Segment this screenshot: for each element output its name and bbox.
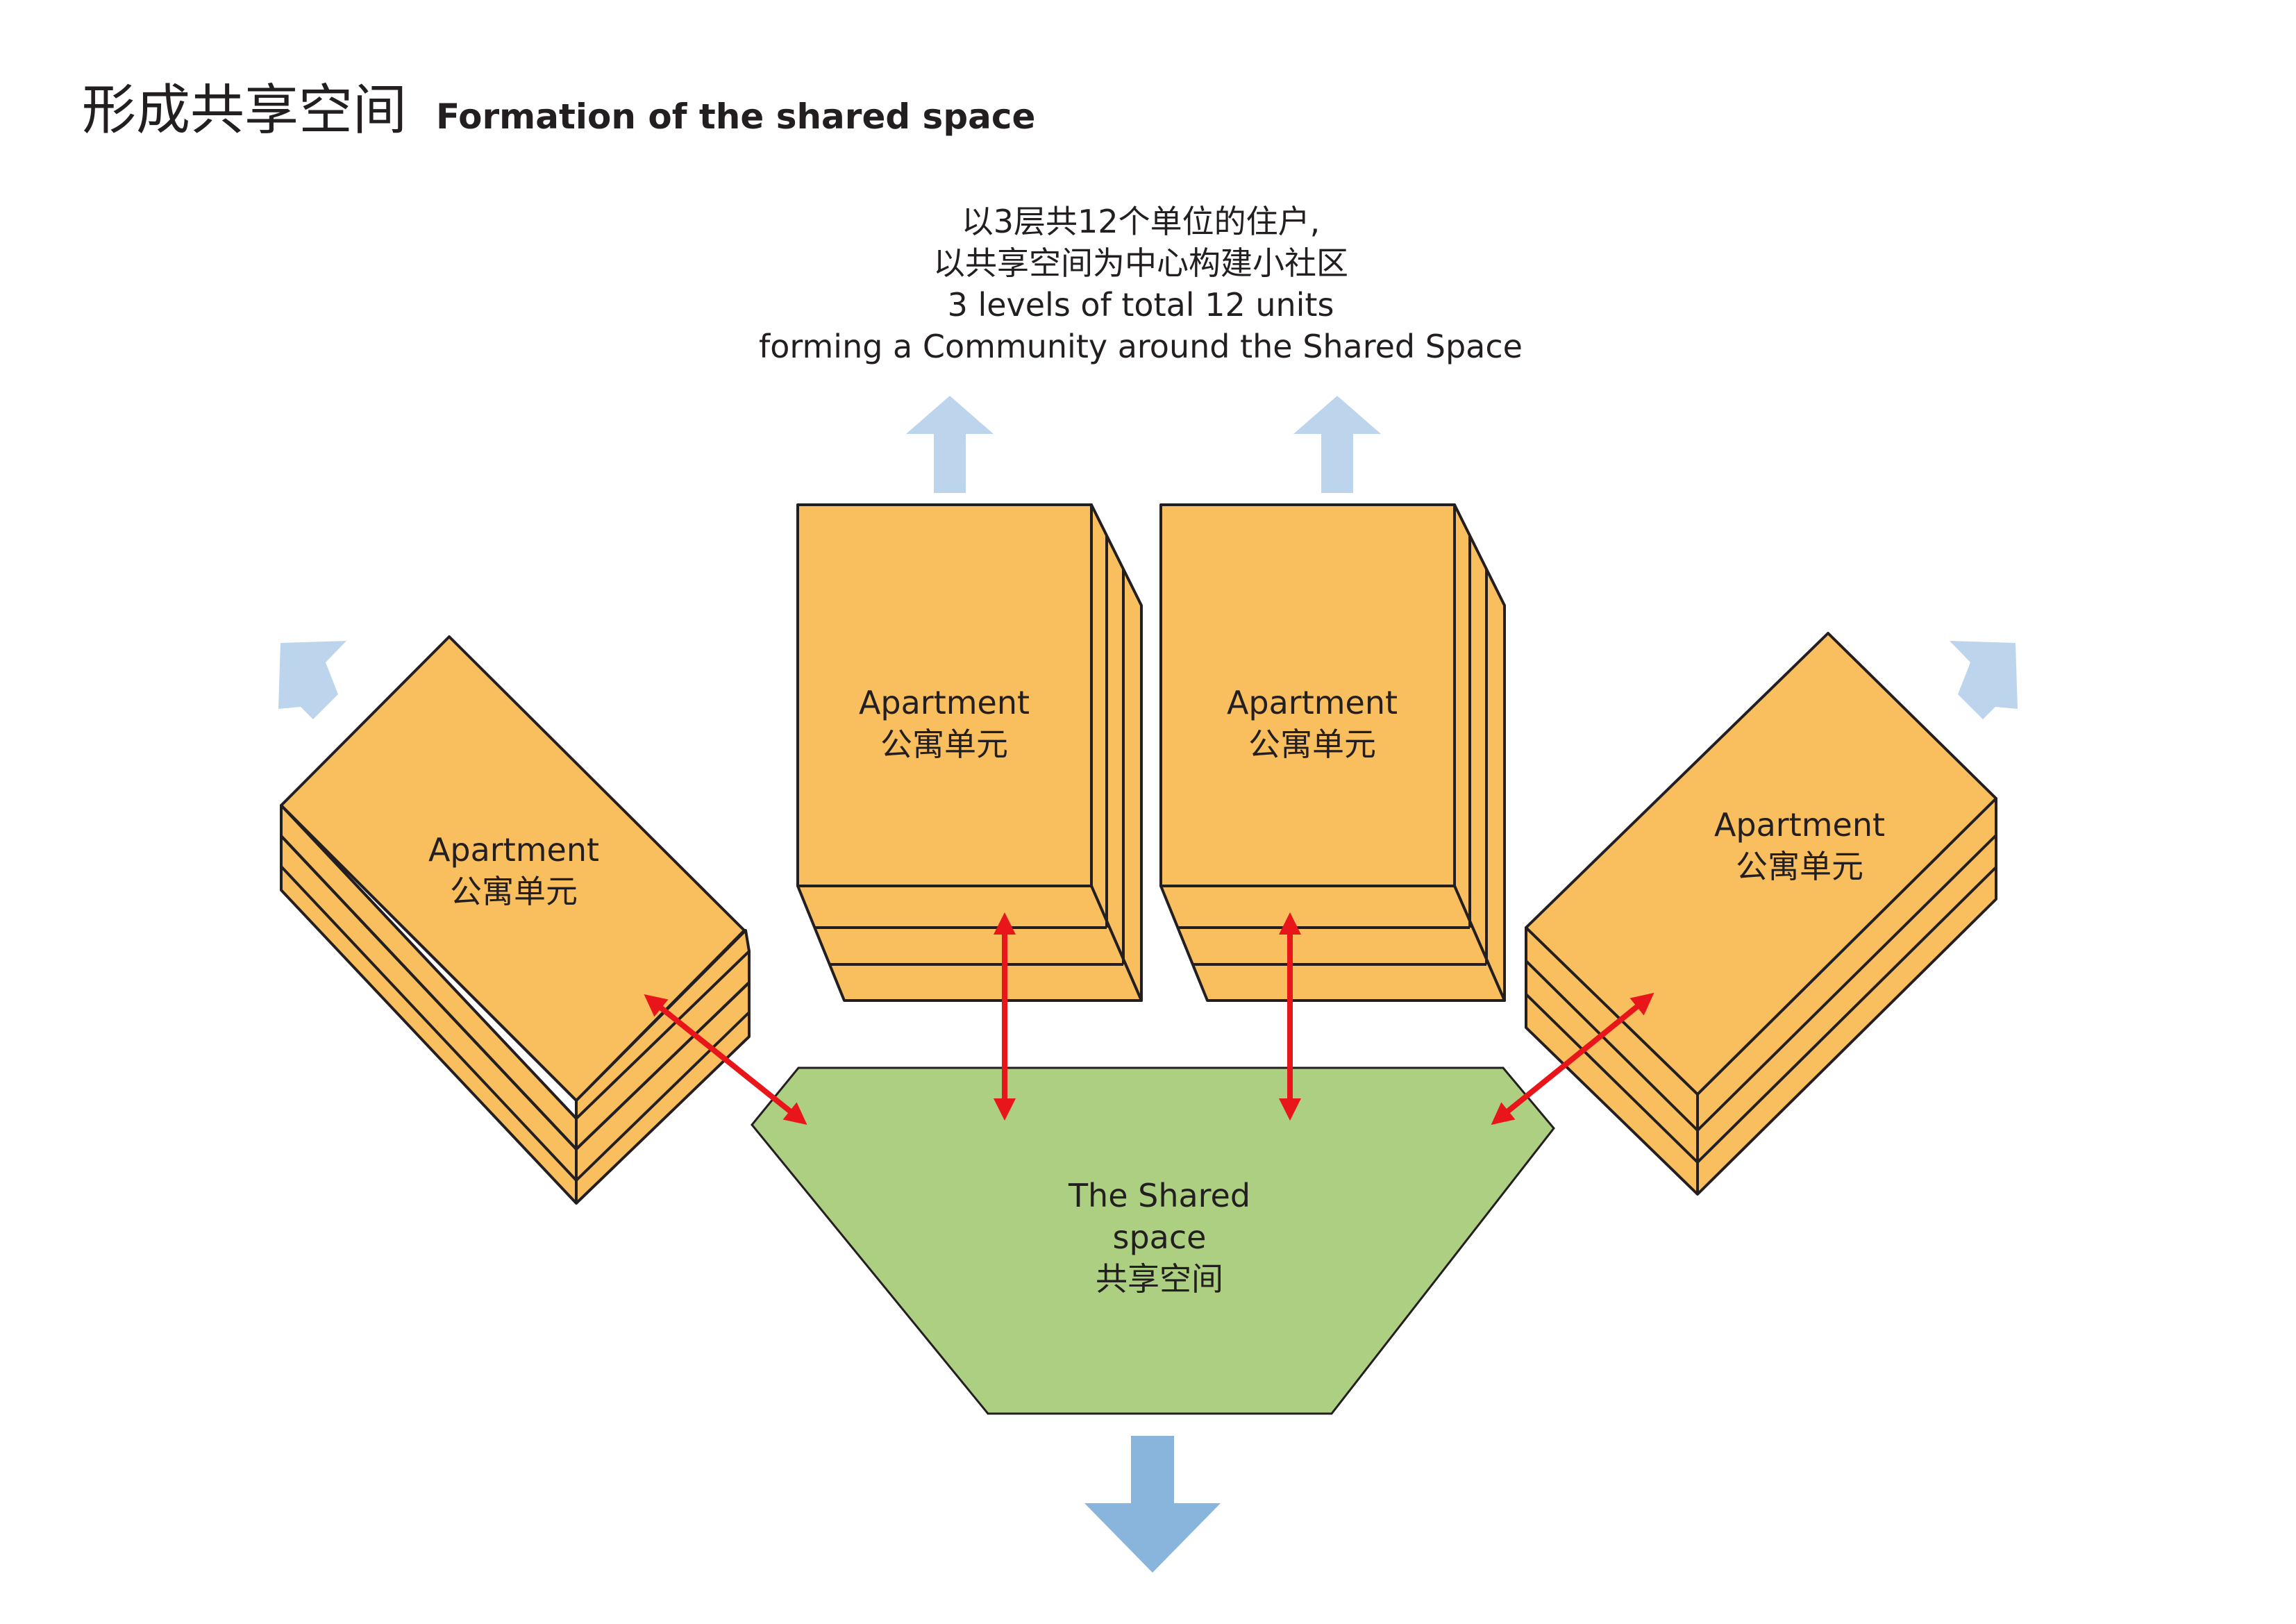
shared-space-label-1: The Shared (1068, 1177, 1250, 1214)
arrow-up-right-icon (1950, 641, 2018, 719)
shared-space-label-2: space (1113, 1219, 1207, 1256)
shared-space: The Shared space 共享空间 (751, 1066, 1555, 1415)
apartment-left-edge (280, 804, 578, 1102)
apartment-right-label-en: Apartment (1714, 806, 1885, 844)
connectors (644, 912, 1654, 1125)
connector-left (644, 994, 807, 1125)
arrow-down-icon (1084, 1436, 1221, 1573)
apartment-right (1525, 632, 1997, 1196)
apartment-center-right-label-en: Apartment (1227, 684, 1398, 721)
title-zh: 形成共享空间 (82, 79, 407, 142)
outward-arrows (278, 396, 2018, 719)
arrow-up-icon (906, 396, 994, 493)
title-en: Formation of the shared space (436, 97, 1035, 137)
apartment-center-right-label-zh: 公寓单元 (1248, 726, 1376, 763)
apartment-left-edge (280, 865, 578, 1182)
apartment-left-label-en: Apartment (428, 831, 599, 869)
caption: 以3层共12个单位的住户, 以共享空间为中心构建小社区 3 levels of … (759, 203, 1523, 365)
apartment-center-right-base (1159, 885, 1506, 1002)
apartment-right-edge (1696, 866, 1997, 1164)
apartment-center-right (1159, 503, 1506, 1002)
shared-space-label-3: 共享空间 (1096, 1260, 1223, 1298)
arrow-up-left-icon (278, 641, 346, 719)
caption-line-2: 以共享空间为中心构建小社区 (933, 244, 1348, 282)
apartment-right-edge (1696, 834, 1997, 1132)
apartment-left-edge (280, 835, 578, 1150)
connector-right (1491, 992, 1654, 1125)
caption-line-3: 3 levels of total 12 units (948, 286, 1334, 324)
apartment-left-label-zh: 公寓单元 (450, 873, 578, 910)
apartment-center-left-base (796, 885, 1143, 1002)
apartment-center-left-label-zh: 公寓单元 (880, 726, 1008, 763)
apartment-center-left-front (796, 503, 1093, 887)
caption-line-4: forming a Community around the Shared Sp… (759, 328, 1523, 365)
apartment-center-right-front (1159, 503, 1456, 887)
apartment-right-label-zh: 公寓单元 (1736, 848, 1863, 885)
apartment-center-left-label-en: Apartment (859, 684, 1030, 721)
arrow-up-icon (1293, 396, 1381, 493)
caption-line-1: 以3层共12个单位的住户, (962, 203, 1320, 240)
apartment-left (280, 635, 751, 1205)
apartment-center-left (796, 503, 1143, 1002)
